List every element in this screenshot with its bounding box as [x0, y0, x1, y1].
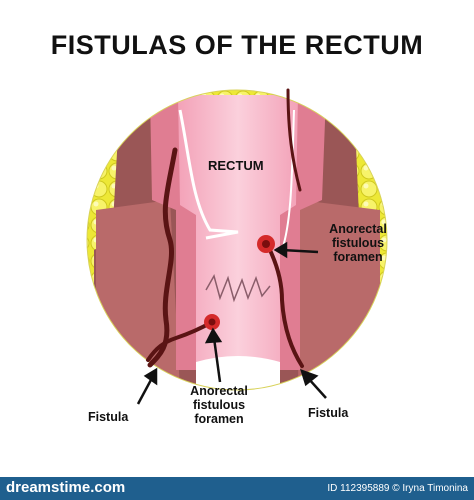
- foramen-label-bottom: Anorectal fistulous foramen: [190, 384, 248, 426]
- foramen-bottom-icon: [204, 314, 220, 330]
- mucosal-fold-right: [281, 109, 295, 251]
- arrow-foramen-bottom: [204, 327, 223, 383]
- page-title: FISTULAS OF THE RECTUM: [50, 30, 424, 60]
- foramen-label-right: Anorectal fistulous foramen: [329, 222, 387, 264]
- fistula-label-left: Fistula: [88, 410, 129, 424]
- pectinate-line: [205, 274, 271, 303]
- fistula-tract-top: [286, 88, 302, 192]
- fistula-tract-right: [266, 244, 304, 368]
- arrow-fistula-right: [300, 368, 327, 399]
- footer-image-id: ID 112395889 © Iryna Timonina: [327, 483, 468, 494]
- rectal-lumen: [178, 95, 298, 362]
- footer-bar: dreamstime.com ID 112395889 © Iryna Timo…: [0, 477, 474, 500]
- mucosal-fold: [178, 109, 239, 240]
- fistula-tract-bottom: [146, 320, 214, 362]
- foramen-right-icon: [257, 235, 275, 253]
- footer-brand[interactable]: dreamstime.com: [6, 479, 126, 496]
- arrow-fistula-left: [136, 367, 158, 405]
- arrow-foramen-right: [273, 241, 319, 259]
- fistula-label-right: Fistula: [308, 406, 349, 420]
- rectum-label: RECTUM: [208, 158, 264, 173]
